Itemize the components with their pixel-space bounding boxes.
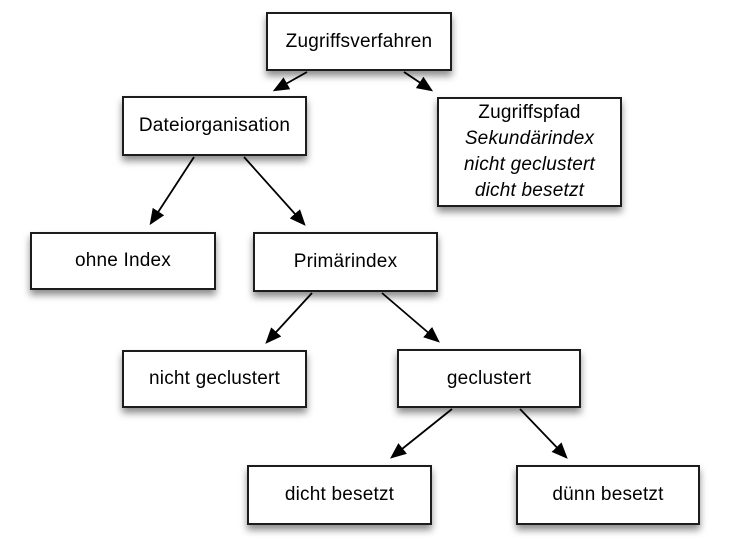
node-zugriffspfad: Zugriffspfad Sekundärindex nicht geclust… bbox=[437, 97, 622, 207]
arrow-primaerindex-geclustert bbox=[381, 292, 440, 343]
node-dateiorganisation-label: Dateiorganisation bbox=[138, 115, 291, 136]
node-zugriffspfad-line1: Zugriffspfad bbox=[478, 102, 581, 123]
node-geclustert: geclustert bbox=[397, 349, 581, 408]
arrow-dateiorganisation-ohne-index bbox=[149, 156, 195, 226]
node-geclustert-label: geclustert bbox=[446, 367, 532, 389]
node-zugriffspfad-line3: nicht geclustert bbox=[464, 154, 595, 175]
node-dateiorganisation: Dateiorganisation bbox=[122, 96, 307, 156]
node-ohne-index-label: ohne Index bbox=[74, 250, 172, 271]
node-zugriffsverfahren-label: Zugriffsverfahren bbox=[285, 30, 433, 52]
arrow-geclustert-duenn-besetzt bbox=[519, 408, 568, 459]
node-nicht-geclustert-label: nicht geclustert bbox=[149, 368, 280, 389]
node-zugriffspfad-line4: dicht besetzt bbox=[474, 180, 585, 201]
node-zugriffsverfahren: Zugriffsverfahren bbox=[266, 12, 452, 71]
node-zugriffspfad-line2: Sekundärindex bbox=[464, 128, 595, 149]
node-nicht-geclustert: nicht geclustert bbox=[122, 350, 307, 408]
arrow-geclustert-dicht-besetzt bbox=[390, 408, 453, 459]
arrow-primaerindex-nicht-geclustert bbox=[265, 292, 313, 344]
arrow-zugriffsverfahren-zugriffspfad bbox=[403, 71, 434, 92]
node-duenn-besetzt: dünn besetzt bbox=[516, 465, 700, 525]
node-dicht-besetzt-label: dicht besetzt bbox=[284, 484, 395, 505]
node-primaerindex: Primärindex bbox=[253, 232, 438, 292]
arrow-dateiorganisation-primaerindex bbox=[243, 156, 306, 226]
node-dicht-besetzt: dicht besetzt bbox=[247, 465, 432, 525]
node-ohne-index: ohne Index bbox=[30, 232, 216, 290]
node-duenn-besetzt-label: dünn besetzt bbox=[552, 484, 664, 505]
arrow-zugriffsverfahren-dateiorganisation bbox=[272, 71, 308, 92]
node-primaerindex-label: Primärindex bbox=[293, 251, 398, 272]
